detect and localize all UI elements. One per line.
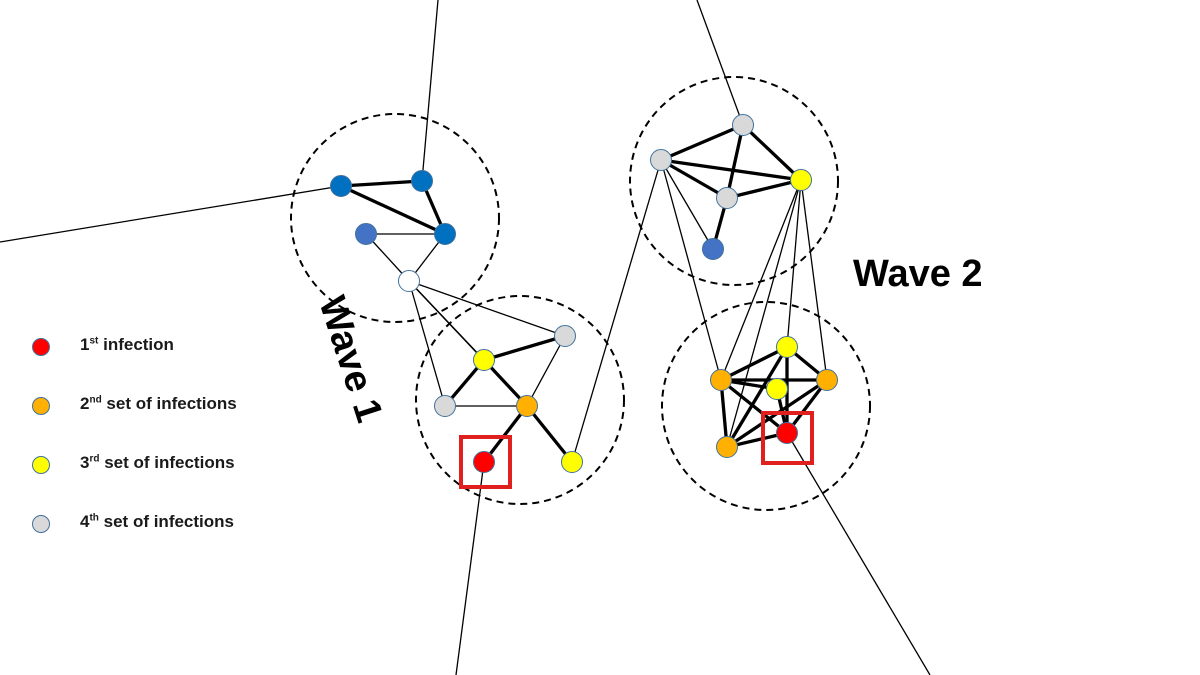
node-fourth-infection	[554, 325, 576, 347]
node-third-infection	[776, 336, 798, 358]
first-infection-highlight-wave-1	[459, 435, 512, 489]
node-third-infection	[766, 378, 788, 400]
highlight-boxes	[459, 411, 814, 489]
node-fourth-infection	[716, 187, 738, 209]
wave-2-label: Wave 2	[853, 253, 983, 295]
node-fourth-infection	[732, 114, 754, 136]
node-blue	[355, 223, 377, 245]
legend-swatch	[32, 397, 50, 415]
node-second-infection	[716, 436, 738, 458]
legend: 1st infection 2nd set of infections 3rd …	[30, 330, 330, 566]
node-second-infection	[816, 369, 838, 391]
node-third-infection	[790, 169, 812, 191]
nodes	[330, 114, 838, 473]
legend-label: 3rd set of infections	[80, 453, 235, 472]
node-blue	[702, 238, 724, 260]
node-fourth-infection	[434, 395, 456, 417]
legend-label: 2nd set of infections	[80, 394, 237, 413]
first-infection-highlight-wave-2	[761, 411, 814, 465]
legend-item-second-infection: 2nd set of infections	[30, 389, 330, 448]
legend-label: 1st infection	[80, 335, 174, 354]
node-first-infection	[776, 422, 798, 444]
node-second-infection	[516, 395, 538, 417]
node-fourth-infection	[650, 149, 672, 171]
node-second-infection	[710, 369, 732, 391]
legend-label: 4th set of infections	[80, 512, 234, 531]
node-third-infection	[561, 451, 583, 473]
node-blue	[411, 170, 433, 192]
node-blue	[330, 175, 352, 197]
cluster-top-right	[629, 76, 839, 286]
node-third-infection	[473, 349, 495, 371]
legend-swatch	[32, 515, 50, 533]
legend-item-first-infection: 1st infection	[30, 330, 330, 389]
node-uninfected	[398, 270, 420, 292]
cluster-bottom-left	[415, 295, 625, 505]
node-blue	[434, 223, 456, 245]
legend-item-third-infection: 3rd set of infections	[30, 448, 330, 507]
cluster-circles	[290, 76, 871, 511]
node-first-infection	[473, 451, 495, 473]
cluster-bottom-right	[661, 301, 871, 511]
legend-item-fourth-infection: 4th set of infections	[30, 507, 330, 566]
legend-swatch	[32, 456, 50, 474]
legend-swatch	[32, 338, 50, 356]
cluster-top-left	[290, 113, 500, 323]
